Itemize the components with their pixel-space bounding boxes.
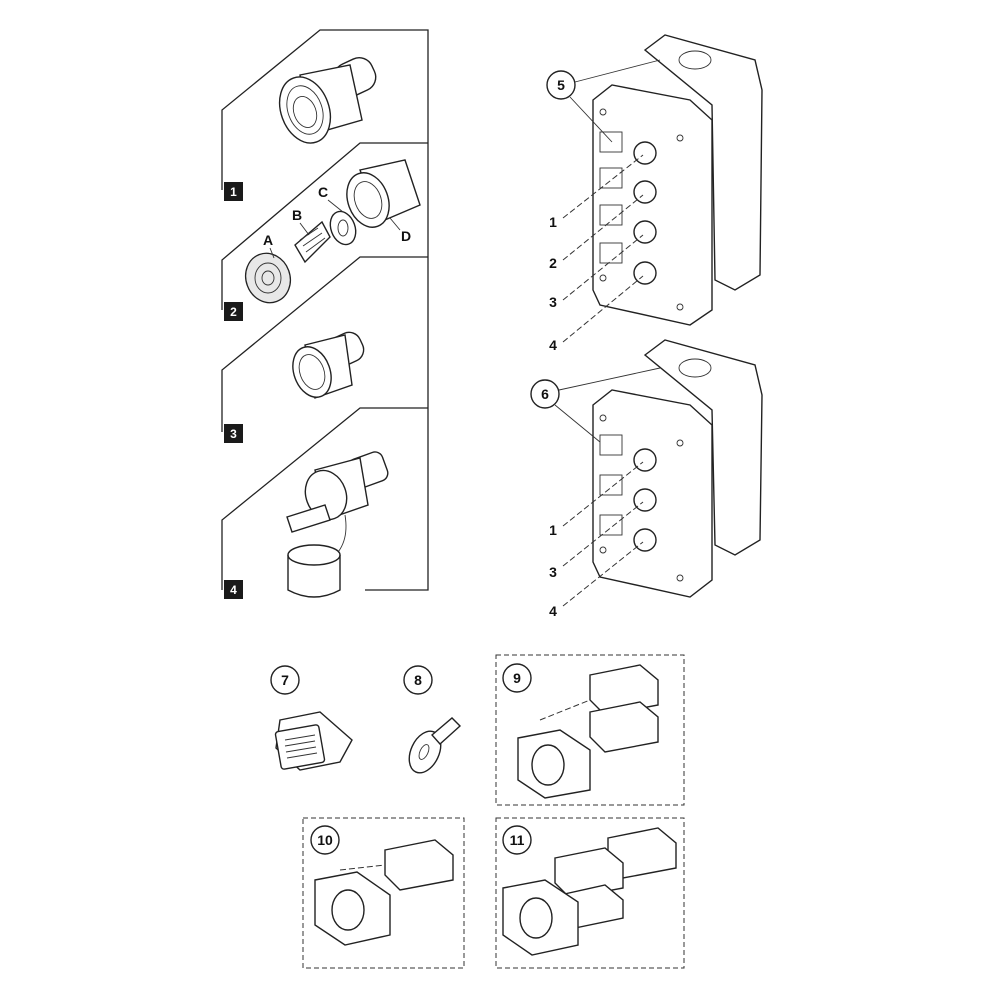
panel-1-label: 1 [224,182,243,201]
accessory-11-contact-block-set: 11 [495,817,685,969]
enclosure-5-position-labels: 1 2 3 4 [549,154,644,353]
operator-panels-frame [221,29,429,591]
accessory-9-contact-block-set: 9 [495,654,685,806]
position-label: 1 [549,522,557,538]
position-label: 1 [549,214,557,230]
callout-5-number: 5 [557,77,565,93]
callout-6-number: 6 [541,386,549,402]
callout-8-number: 8 [414,672,422,688]
position-label: 3 [549,564,557,580]
panel-2-label: 2 [224,302,243,321]
accessory-10-contact-block-set: 10 [302,817,465,969]
callout-9-number: 9 [513,670,521,686]
panel-1-number: 1 [230,185,237,199]
flush-pushbutton [292,331,365,399]
panel-3-number: 3 [230,427,237,441]
part-label-b: B [292,207,302,223]
position-label: 4 [549,603,557,619]
callout-7-number: 7 [281,672,289,688]
callout-11-number: 11 [510,832,525,848]
mushroom-pushbutton [278,57,377,144]
enclosure-4-position [592,34,763,326]
position-label: 2 [549,255,557,271]
part-label-a: A [263,232,273,248]
accessory-8-key: 8 [403,665,462,774]
callout-6: 6 [530,367,661,443]
panel-3-label: 3 [224,424,243,443]
enclosure-6-position-labels: 1 3 4 [549,461,644,619]
key-switch-with-cover [286,451,389,598]
panel-4-label: 4 [224,580,243,599]
callout-5: 5 [546,59,661,143]
part-label-c: C [318,184,328,200]
position-label: 3 [549,294,557,310]
accessory-7-protective-guard: 7 [270,665,353,771]
illuminated-pushbutton-exploded [244,159,421,304]
part-label-d: D [401,228,411,244]
panel-2-number: 2 [230,305,237,319]
enclosure-3-position [592,339,763,598]
callout-10-number: 10 [317,832,333,848]
part-letters: A B C D [263,184,411,259]
position-label: 4 [549,337,557,353]
panel-4-number: 4 [230,583,237,597]
